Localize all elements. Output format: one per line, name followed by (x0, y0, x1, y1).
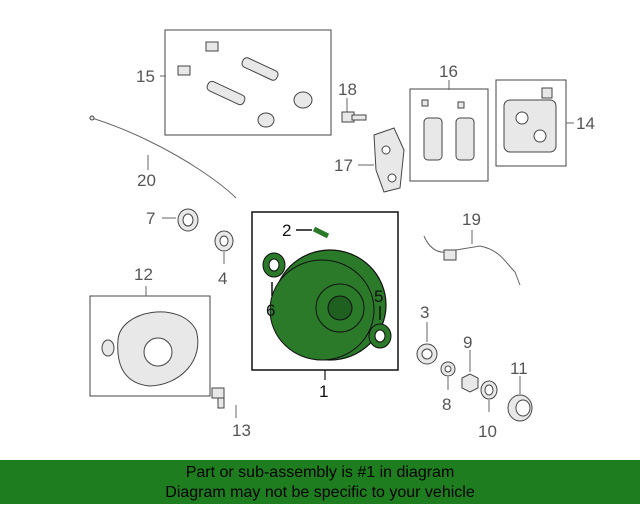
callout-7: 7 (146, 209, 155, 228)
part-20-wear-sensor-wire[interactable] (89, 115, 237, 199)
callout-2: 2 (282, 221, 291, 240)
part-13-bolt[interactable] (211, 387, 225, 409)
parts-diagram: 15 18 16 14 17 20 (89, 29, 595, 441)
callout-13: 13 (232, 421, 251, 440)
callout-18: 18 (338, 80, 357, 99)
part-9-nut[interactable] (461, 373, 479, 393)
part-19-abs-sensor[interactable] (423, 235, 521, 286)
footer-line-2: Diagram may not be specific to your vehi… (165, 484, 475, 501)
part-10-ring[interactable] (480, 380, 498, 400)
part-7-seal[interactable] (177, 208, 199, 232)
part-16-brake-pads[interactable] (409, 88, 489, 182)
callout-10: 10 (478, 422, 497, 441)
callout-1: 1 (319, 382, 328, 401)
callout-4: 4 (218, 269, 227, 288)
footer-banner: Part or sub-assembly is #1 in diagram Di… (0, 460, 640, 504)
callout-19: 19 (462, 210, 481, 229)
part-15-hardware-kit[interactable] (164, 29, 332, 136)
callout-8: 8 (442, 395, 451, 414)
part-18-bolt[interactable] (341, 98, 367, 123)
callout-16: 16 (439, 62, 458, 81)
callout-9: 9 (463, 333, 472, 352)
callout-12: 12 (134, 265, 153, 284)
callout-11: 11 (510, 359, 528, 378)
part-14-caliper[interactable] (495, 79, 567, 167)
part-3-seal[interactable] (416, 343, 438, 365)
part-8-washer[interactable] (440, 361, 456, 377)
part-12-dust-shield[interactable] (89, 295, 211, 397)
callout-20: 20 (137, 171, 156, 190)
callout-6: 6 (266, 301, 275, 320)
callout-14: 14 (576, 114, 595, 133)
footer-line-1: Part or sub-assembly is #1 in diagram (185, 464, 455, 481)
part-4-bearing[interactable] (214, 230, 234, 252)
callout-5: 5 (374, 287, 383, 306)
part-17-caliper-bracket[interactable] (373, 127, 405, 193)
callout-15: 15 (136, 67, 155, 86)
callout-17: 17 (334, 156, 353, 175)
part-1-rotor-assembly[interactable] (251, 211, 399, 371)
callout-3: 3 (420, 303, 429, 322)
part-11-dust-cap[interactable] (507, 394, 533, 422)
